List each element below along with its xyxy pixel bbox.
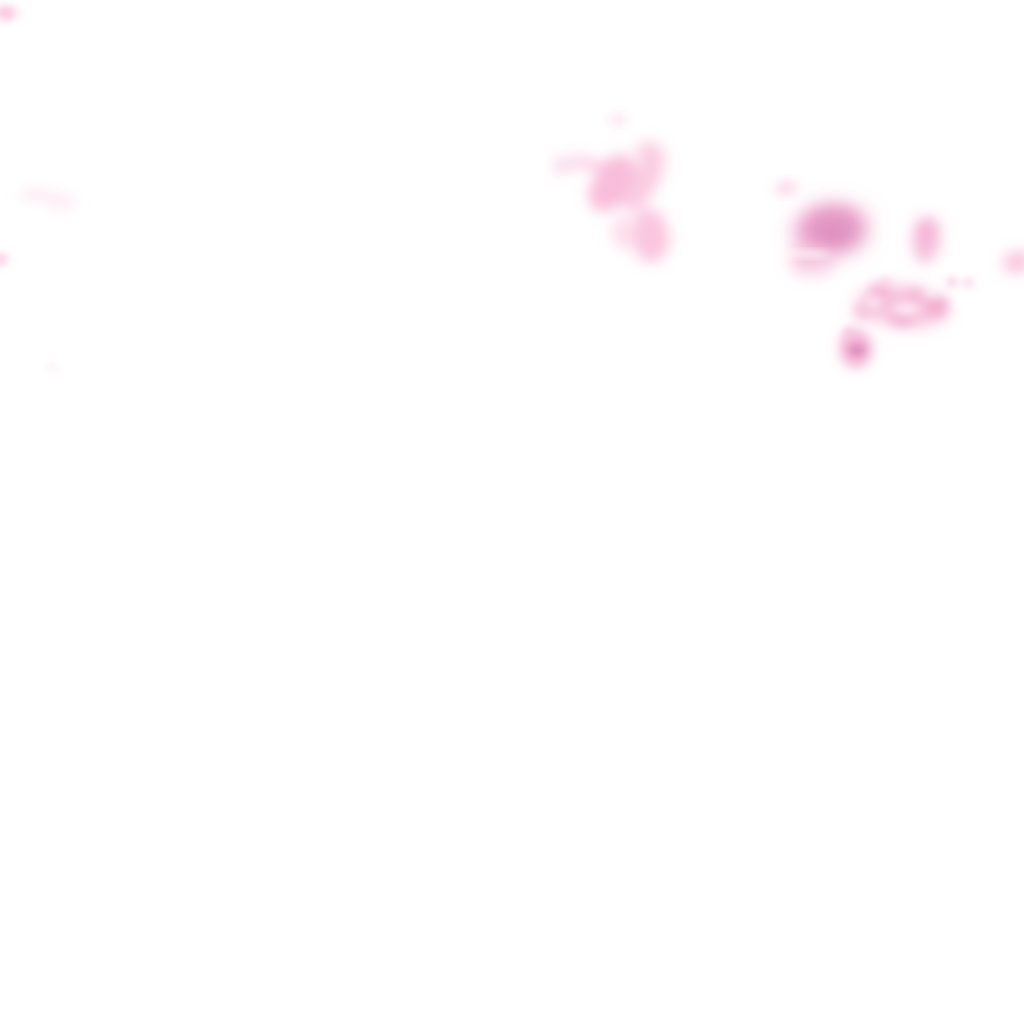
region-dense-cluster [782,203,869,275]
region-triangular-speck [774,181,798,194]
region-left-edge-arc [20,190,76,209]
region-lacy-band [853,277,957,327]
region-left-edge-wedge [0,253,10,267]
region-ribbon-fragment [552,141,670,263]
region-vertical-lobe [912,216,941,263]
region-nodule-dark-core [849,345,865,355]
region-lower-nodule [839,327,873,368]
region-right-edge-speck [961,278,975,288]
region-upper-mid-speck [608,114,628,126]
region-right-edge-blob [1004,250,1024,274]
region-left-lower-speck [46,363,58,371]
region-top-left-corner-speck [0,6,17,20]
